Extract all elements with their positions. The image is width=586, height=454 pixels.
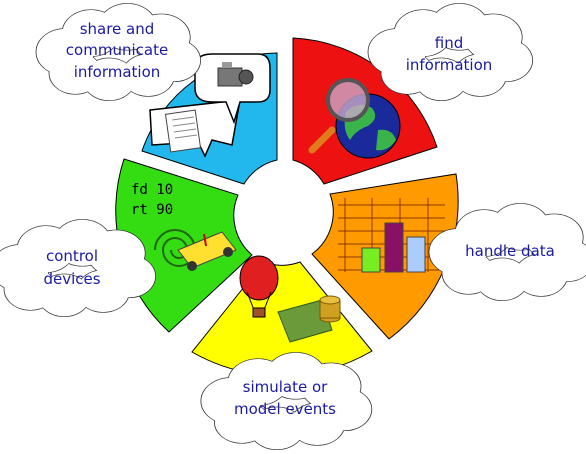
cloud-handle-line-1: handle data (465, 242, 555, 260)
cloud-control-line-1: control (46, 247, 98, 265)
money-icon (277, 295, 341, 343)
camcorder-icon (194, 53, 271, 125)
cloud-share-line-1: share and (80, 20, 155, 38)
cloud-find-line-1: find (435, 34, 463, 52)
cloud-share-line-2: communicate (66, 41, 168, 59)
hot-air-balloon-icon (239, 255, 279, 318)
turtle-robot-icon (154, 229, 237, 271)
cloud-simulate-line-2: model events (234, 400, 336, 418)
magnifier-icon (308, 78, 370, 154)
cloud-share-line-3: information (74, 63, 161, 81)
cloud-control-line-2: devices (43, 270, 100, 288)
bar-chart-icon (361, 222, 426, 273)
cloud-simulate-line-1: simulate or (243, 378, 329, 396)
logo-code-line-2: rt 90 (131, 202, 173, 218)
cloud-find-line-2: information (406, 56, 493, 74)
logo-code-line-1: fd 10 (131, 182, 173, 198)
